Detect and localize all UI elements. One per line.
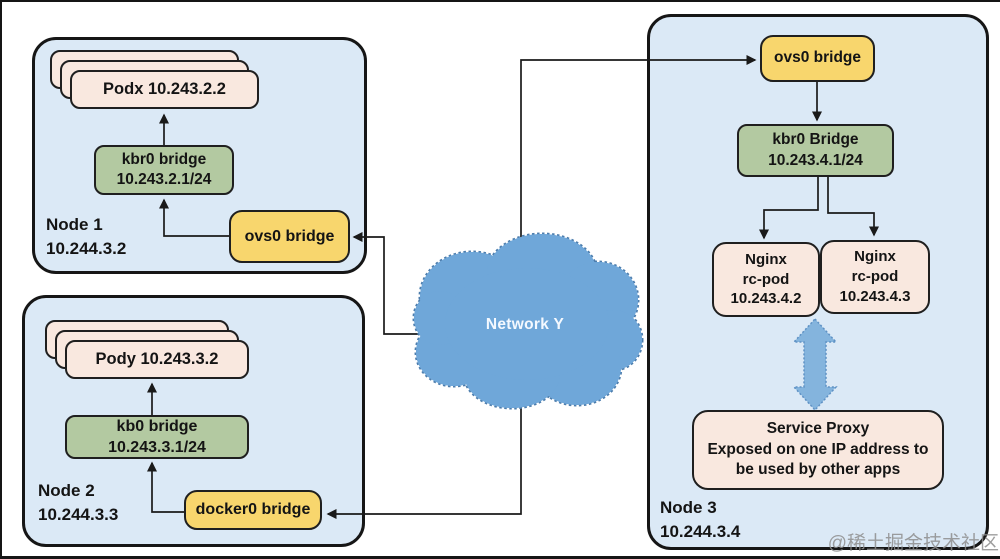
node3-name: Node 3 [660,498,717,517]
node2-name: Node 2 [38,481,95,500]
node1-bridge-box: kbr0 bridge 10.243.2.1/24 [94,145,234,195]
node1-bridge-cidr: 10.243.2.1/24 [116,171,212,188]
node2-bridge-cidr: 10.243.3.1/24 [108,439,206,456]
pod-app: Nginx [854,248,896,266]
connector-node3-bridge-to-pod-left [758,177,819,240]
node3-bridge-box: kbr0 Bridge 10.243.4.1/24 [737,124,894,177]
node1-name: Node 1 [46,215,103,234]
connector-node1-ovs-to-bridge [158,198,229,237]
node2-ip: 10.244.3.3 [38,505,119,525]
node1-pod: Podx 10.243.2.2 [70,70,259,109]
node1-pod-label: Podx 10.243.2.2 [103,80,226,98]
pod-ip: 10.243.4.2 [730,290,802,308]
pod-kind: rc-pod [742,270,790,288]
node2-label: Node 2 10.244.3.3 [38,479,118,527]
node3-ovs-box: ovs0 bridge [760,35,875,82]
service-proxy-title: Service Proxy [766,420,870,438]
service-proxy-line3: be used by other apps [735,461,901,479]
node3-label: Node 3 10.244.3.4 [660,496,740,544]
service-proxy-line2: Exposed on one IP address to [707,440,929,458]
node2-bridge-name: kb0 bridge [116,417,198,435]
node1-ovs-label: ovs0 bridge [244,227,335,245]
node1-ovs-box: ovs0 bridge [229,210,350,263]
node3-ovs-label: ovs0 bridge [774,49,861,67]
node3-ip: 10.244.3.4 [660,522,741,542]
watermark: @稀土掘金技术社区 [817,528,999,555]
connector-node2-docker-to-bridge [146,461,184,513]
node3-bridge-cidr: 10.243.4.1/24 [768,151,863,169]
pod-ip: 10.243.4.3 [839,287,911,305]
node1-bridge-name: kbr0 bridge [121,150,207,168]
node2-docker-label: docker0 bridge [195,501,311,519]
node1-label: Node 1 10.244.3.2 [46,213,126,261]
watermark-text: @稀土掘金技术社区 [827,533,999,554]
node2-bridge-box: kb0 bridge 10.243.3.1/24 [65,415,249,459]
node3-nginx-pod-right: Nginx rc-pod 10.243.4.3 [820,240,930,314]
network-name: Network Y [485,316,565,333]
connector-node3-bridge-to-pod-right [827,177,880,237]
node2-pod: Pody 10.243.3.2 [65,340,249,379]
network-cloud [412,232,644,410]
node1-ip: 10.244.3.2 [46,239,127,259]
double-arrow-icon [792,317,838,412]
node3-service-proxy-box: Service Proxy Exposed on one IP address … [692,410,944,490]
node3-nginx-pod-left: Nginx rc-pod 10.243.4.2 [712,242,820,317]
pod-app: Nginx [745,250,787,268]
network-cloud-label: Network Y [445,316,605,334]
node2-pod-label: Pody 10.243.3.2 [95,350,219,368]
node3-bridge-name: kbr0 Bridge [772,131,859,149]
pod-kind: rc-pod [851,268,899,286]
node2-docker-box: docker0 bridge [184,490,322,530]
